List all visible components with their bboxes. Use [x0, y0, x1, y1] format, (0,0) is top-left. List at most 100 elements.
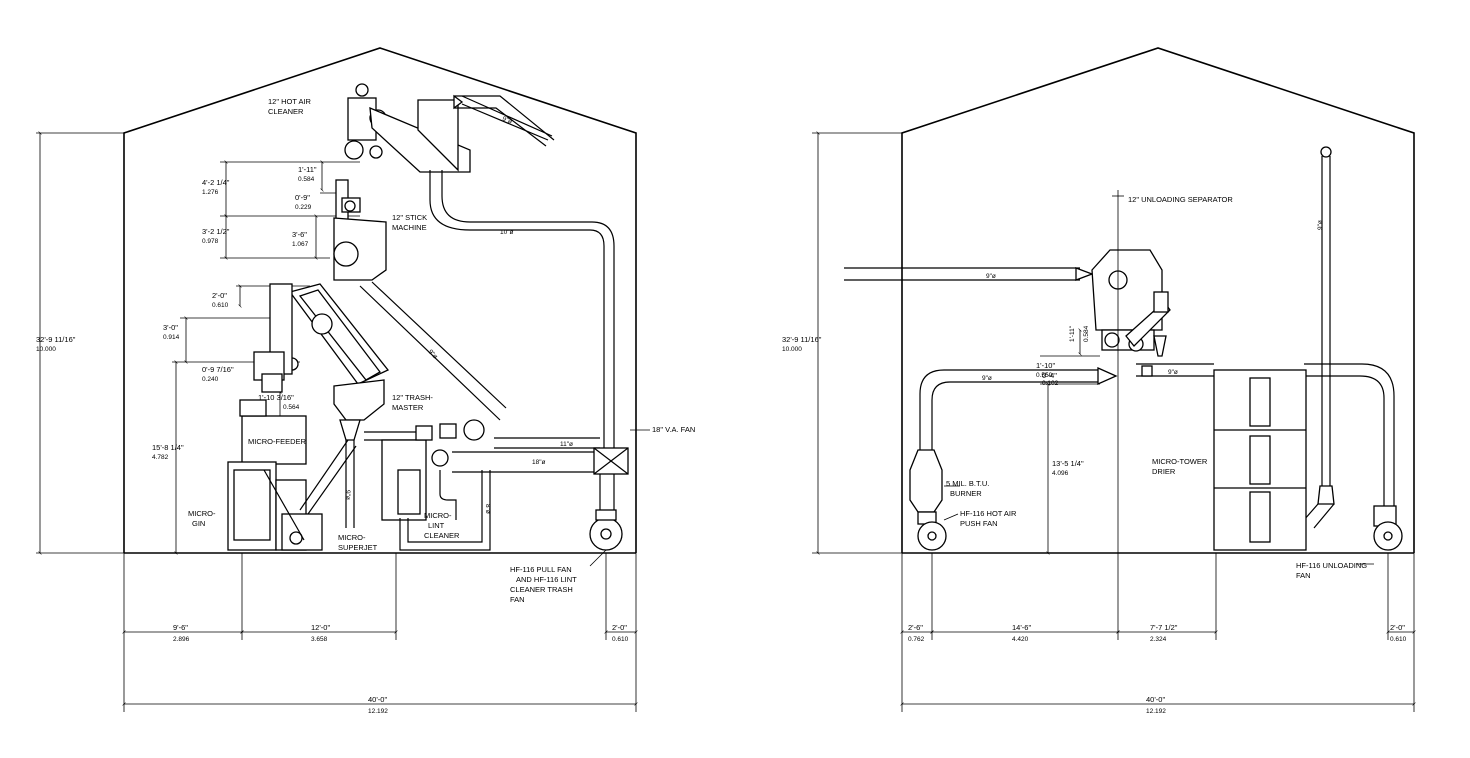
hot-air-cleaner-label-1: 12" HOT AIR	[268, 97, 312, 106]
right-duct-9-vertical: 9"ø	[1303, 146, 1335, 529]
stick-machine-label-2: MACHINE	[392, 223, 427, 232]
trash-master-label-2: MASTER	[392, 403, 424, 412]
micro-superjet-label-1: MICRO-	[338, 533, 366, 542]
right-dim-w1-ft: 2'-6"	[908, 623, 923, 632]
va-fan-label: 18" V.A. FAN	[652, 425, 695, 434]
left-dim-d9-ft: 1'-10 3/16"	[258, 393, 294, 402]
trash-master-label-1: 12" TRASH-	[392, 393, 433, 402]
inclined-cleaner	[253, 283, 390, 393]
right-dim-w1-m: 0.762	[908, 636, 925, 643]
left-dim-d1-ft: 1'-11"	[298, 165, 317, 174]
right-dim-d2-m: 0.559	[1036, 372, 1053, 379]
right-duct-9-right: 9"ø	[1136, 363, 1395, 506]
unloading-separator-label: 12" UNLOADING SEPARATOR	[1128, 195, 1233, 204]
pull-fan-label-4: FAN	[510, 595, 525, 604]
burner-label-1: 5 MIL. B.T.U.	[946, 479, 989, 488]
left-dim-d2-m: 1.276	[202, 189, 219, 196]
right-duct-label-9-right: 9"ø	[1168, 369, 1178, 376]
left-dim-d1-m: 0.584	[298, 176, 315, 183]
duct-label-8: 8"ø	[484, 504, 491, 514]
burner-and-push-fan: 5 MIL. B.T.U. BURNER HF-116 HOT AIR PUSH…	[909, 449, 1017, 551]
micro-superjet-label-2: SUPERJET	[338, 543, 378, 552]
left-overall-height-dim: 32'-9 11/16" 10.000	[36, 131, 124, 555]
micro-lint-cleaner-label-2: LINT	[428, 521, 445, 530]
left-dim-w2-m: 3.658	[311, 636, 328, 643]
right-duct-9-left: 9"ø	[919, 366, 1118, 450]
right-dim-d1-ft: 1'-11"	[1069, 325, 1076, 342]
tower-drier-label-1: MICRO-TOWER	[1152, 457, 1208, 466]
right-dim-d4-ft: 13'-5 1/4"	[1052, 459, 1084, 468]
right-dim-w4-m: 0.610	[1390, 636, 1407, 643]
micro-lint-cleaner-label-3: CLEANER	[424, 531, 460, 540]
left-dim-d3-m: 0.229	[295, 204, 312, 211]
push-fan-label-2: PUSH FAN	[960, 519, 998, 528]
pull-fan-label-1: HF-116 PULL FAN	[510, 565, 572, 574]
left-dim-w2-ft: 12'-0"	[311, 623, 330, 632]
unloading-fan: HF-116 UNLOADING FAN	[1296, 505, 1403, 580]
duct-label-9-diag: 9"ø	[427, 348, 439, 360]
right-dim-d4-m: 4.096	[1052, 470, 1069, 477]
left-dim-d2-ft: 4'-2 1/4"	[202, 178, 230, 187]
right-overall-height-dim: 32'-9 11/16" 10.000	[782, 131, 902, 555]
right-width-dims: 2'-6" 0.762 14'-6" 4.420 7'-7 1/2" 2.324…	[900, 553, 1416, 715]
ducts-to-va-fan: 11"ø 18"ø	[452, 437, 600, 473]
left-building-outline	[123, 47, 637, 554]
right-vertical-dims: 1'-10" 0.559 0'-4" 0'-4" 0'-4" 0'-4" 0'-…	[1036, 355, 1100, 555]
left-dim-d4-ft: 3'-2 1/2"	[202, 227, 230, 236]
right-dim-w2-m: 4.420	[1012, 636, 1029, 643]
right-dim-d1-m: 0.584	[1083, 325, 1090, 342]
right-dim-w3-m: 2.324	[1150, 636, 1167, 643]
right-building-outline	[901, 47, 1415, 554]
duct-10in: 10"ø	[429, 170, 615, 450]
hot-air-cleaner: 12" HOT AIR CLEANER 9"ø	[268, 83, 555, 173]
duct-label-10: 10"ø	[500, 229, 514, 236]
right-dim-d2-ft: 1'-10"	[1036, 361, 1055, 370]
duct-9-diag: 9"ø	[359, 281, 507, 421]
left-dim-d9-m: 0.564	[283, 404, 300, 411]
duct-label-9-vert: 9"ø	[344, 490, 351, 500]
unloading-separator: 12" UNLOADING SEPARATOR 1'-11" 0.584	[1069, 190, 1233, 553]
right-elevation: 32'-9 11/16" 10.000 9"ø 12" UNLOADING SE…	[782, 47, 1416, 715]
micro-feeder-label: MICRO-FEEDER	[248, 437, 307, 446]
stick-machine: 12" STICK MACHINE	[333, 179, 427, 281]
right-duct-label-9-vert: 9"ø	[1317, 220, 1324, 230]
left-dim-overall-width-ft: 40'-0"	[368, 695, 387, 704]
unloading-fan-label-2: FAN	[1296, 571, 1311, 580]
right-dim-w4-ft: 2'-0"	[1390, 623, 1405, 632]
micro-lint-cleaner: MICRO- LINT CLEANER 8"ø	[364, 419, 491, 551]
left-overall-height-ft: 32'-9 11/16"	[36, 335, 76, 344]
push-fan-label-1: HF-116 HOT AIR	[960, 509, 1017, 518]
left-dim-w1-ft: 9'-6"	[173, 623, 188, 632]
right-dim-d3-m: 0.102	[1042, 380, 1059, 387]
trash-master: 12" TRASH- MASTER 9"ø	[333, 379, 433, 528]
micro-lint-cleaner-label-1: MICRO-	[424, 511, 452, 520]
left-dim-d5-ft: 3'-6"	[292, 230, 307, 239]
burner-label-2: BURNER	[950, 489, 982, 498]
left-dim-d6-m: 0.610	[212, 302, 229, 309]
micro-feeder: MICRO-FEEDER	[239, 399, 307, 465]
tower-drier-label-2: DRIER	[1152, 467, 1176, 476]
right-overall-height-ft: 32'-9 11/16"	[782, 335, 822, 344]
left-vertical-dims: 4'-2 1/4" 1.276 3'-2 1/2" 0.978 1'-11" 0…	[152, 160, 360, 555]
left-dim-d10-ft: 15'-8 1/4"	[152, 443, 184, 452]
micro-superjet: MICRO- SUPERJET	[263, 439, 378, 552]
right-duct-label-9-left: 9"ø	[982, 375, 992, 382]
left-overall-height-m: 10.000	[36, 346, 56, 353]
pull-fan-label-3: CLEANER TRASH	[510, 585, 573, 594]
stick-machine-label-1: 12" STICK	[392, 213, 427, 222]
left-dim-d8-ft: 0'-9 7/16"	[202, 365, 234, 374]
left-dim-w3-ft: 2'-0"	[612, 623, 627, 632]
left-dim-d8-m: 0.240	[202, 376, 219, 383]
duct-label-9-top: 9"ø	[501, 115, 513, 125]
micro-tower-drier: MICRO-TOWER DRIER	[1152, 369, 1307, 551]
left-width-dims: 9'-6" 2.896 12'-0" 3.658 2'-0" 0.610 40'…	[122, 553, 638, 715]
pull-fan-label-2: AND HF-116 LINT	[516, 575, 577, 584]
micro-gin-label-1: MICRO-	[188, 509, 216, 518]
duct-label-18: 18"ø	[532, 459, 546, 466]
left-elevation: 32'-9 11/16" 10.000 4'-2 1/4" 1.276 3'-2…	[36, 47, 695, 715]
left-dim-w1-m: 2.896	[173, 636, 190, 643]
right-dim-w3-ft: 7'-7 1/2"	[1150, 623, 1178, 632]
right-duct-label-9-top: 9"ø	[986, 273, 996, 280]
right-dim-overall-width-ft: 40'-0"	[1146, 695, 1165, 704]
